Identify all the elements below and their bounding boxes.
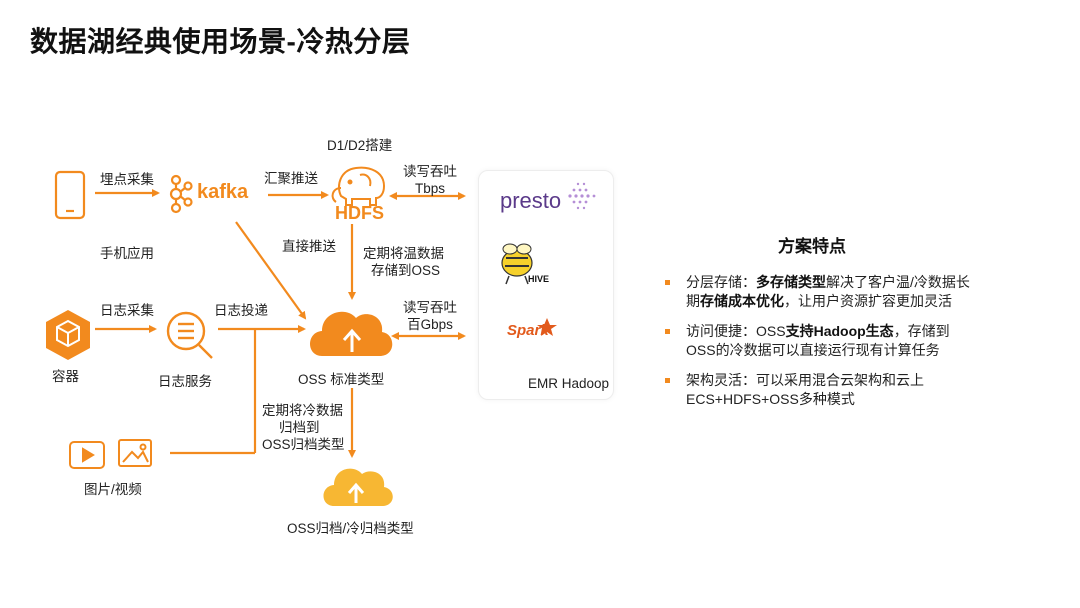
edge-label-archive-1: 定期将冷数据 — [262, 403, 343, 418]
video-play-icon — [69, 441, 105, 469]
hdfs-elephant-icon — [331, 166, 386, 206]
feature-item-2: 访问便捷：OSS支持Hadoop生态，存储到 OSS的冷数据可以直接运行现有计算… — [686, 323, 950, 358]
edge-label-tbps: Tbps — [414, 181, 445, 196]
page-title: 数据湖经典使用场景-冷热分层 — [30, 26, 411, 57]
spark-logo-text: Spark — [507, 322, 549, 339]
hive-bee-icon — [501, 243, 533, 285]
presto-icon — [568, 182, 596, 210]
oss-standard-cloud-icon — [310, 311, 393, 356]
edge-label-direct: 直接推送 — [282, 239, 336, 254]
feature-bullet — [665, 329, 670, 334]
edge-label-rw-1: 读写吞吐 — [403, 164, 457, 179]
feature-bullet — [665, 280, 670, 285]
node-label-hdfs: HDFS — [335, 203, 384, 223]
oss-archive-cloud-icon — [323, 468, 393, 506]
edge-label-log-collect: 日志采集 — [100, 303, 154, 318]
edge-label-warm-2: 存储到OSS — [371, 263, 441, 278]
emr-engines-panel — [478, 170, 614, 400]
edge-label-archive-3: OSS归档类型 — [262, 437, 345, 452]
container-cube-icon — [46, 310, 90, 360]
hive-logo-text: HIVE — [528, 274, 550, 284]
edge-kafka-oss — [235, 221, 307, 320]
node-label-media: 图片/视频 — [84, 482, 142, 497]
feature-bullet — [665, 378, 670, 383]
node-label-phone: 手机应用 — [100, 246, 154, 261]
edge-label-collect: 埋点采集 — [100, 172, 154, 187]
magnifier-icon — [166, 311, 213, 359]
edge-label-rw-2: 读写吞吐 — [403, 300, 457, 315]
edge-label-gbps: 百Gbps — [407, 317, 453, 332]
node-label-kafka: kafka — [197, 181, 249, 203]
features-title: 方案特点 — [778, 237, 846, 256]
spark-star-icon — [537, 318, 557, 336]
node-label-hdfs-top: D1/D2搭建 — [327, 138, 393, 153]
edge-label-aggregate: 汇聚推送 — [264, 171, 318, 186]
node-label-container: 容器 — [52, 369, 79, 384]
edge-label-archive-2: 归档到 — [279, 420, 320, 435]
kafka-icon — [169, 174, 193, 214]
feature-item-3: 架构灵活：可以采用混合云架构和云上 ECS+HDFS+OSS多种模式 — [686, 372, 924, 407]
node-label-emr: EMR Hadoop — [528, 376, 610, 391]
presto-logo-text: presto — [500, 188, 562, 213]
node-label-oss-standard: OSS 标准类型 — [298, 372, 385, 387]
edge-label-warm-1: 定期将温数据 — [363, 246, 444, 261]
feature-item-1: 分层存储：多存储类型解决了客户温/冷数据长 期存储成本优化，让用户资源扩容更加灵… — [686, 274, 970, 309]
picture-icon — [118, 439, 152, 467]
phone-icon — [54, 170, 86, 220]
node-label-log-service: 日志服务 — [158, 374, 212, 389]
edge-label-log-deliver: 日志投递 — [214, 303, 268, 318]
node-label-oss-archive: OSS归档/冷归档类型 — [287, 521, 414, 536]
